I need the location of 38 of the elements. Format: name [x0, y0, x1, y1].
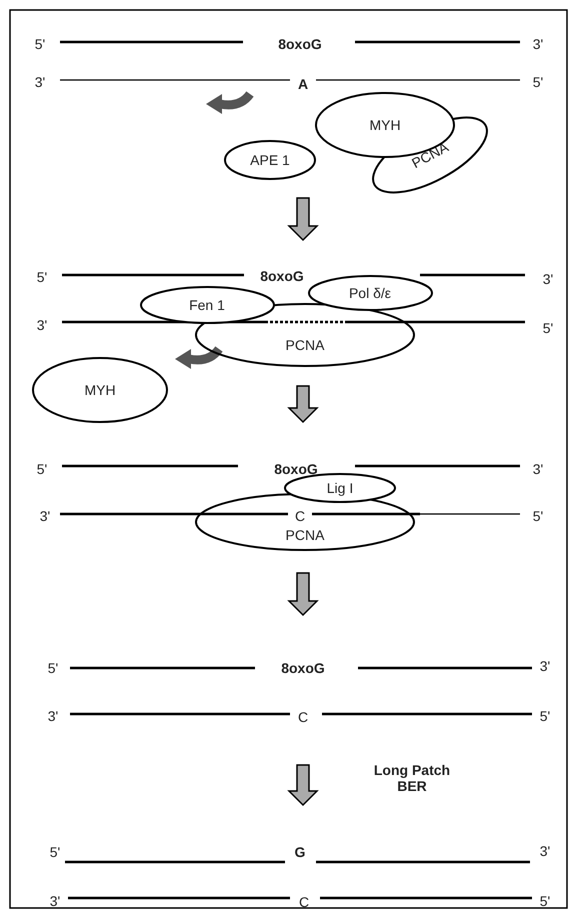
strand-end-label: 5' — [540, 893, 550, 909]
protein-label: APE 1 — [250, 152, 290, 168]
base-label: 8oxoG — [274, 461, 318, 477]
strand-end-label: 3' — [532, 36, 544, 52]
strand-end-label: 3' — [36, 317, 48, 333]
protein-label: PCNA — [286, 337, 324, 353]
strand-end-label: 5' — [36, 269, 48, 285]
protein-label: MYH — [369, 117, 401, 133]
base-label: C — [298, 709, 308, 725]
strand-end-label: 3' — [540, 658, 550, 674]
strand-end-label: 3' — [34, 74, 46, 90]
base-label: C — [294, 508, 306, 524]
strand-end-label: 5' — [532, 508, 544, 524]
strand-end-label: 3' — [542, 271, 554, 287]
protein-label: Lig I — [326, 480, 354, 496]
strand-end-label: 3' — [532, 461, 544, 477]
strand-end-label: 5' — [48, 660, 58, 676]
process-label: Long Patch BER — [372, 762, 452, 794]
base-label: G — [294, 844, 306, 860]
strand-end-label: 5' — [36, 461, 48, 477]
base-label: 8oxoG — [281, 660, 325, 676]
strand-end-label: 3' — [48, 708, 58, 724]
strand-end-label: 3' — [40, 508, 50, 524]
protein-label: Pol δ/ε — [348, 285, 392, 301]
strand-end-label: 5' — [34, 36, 46, 52]
base-label: A — [298, 76, 308, 92]
base-label: C — [298, 894, 310, 910]
strand-end-label: 5' — [542, 320, 554, 336]
strand-end-label: 5' — [50, 844, 60, 860]
strand-end-label: 5' — [532, 74, 544, 90]
base-label: 8oxoG — [278, 36, 322, 52]
protein-label: MYH — [84, 382, 116, 398]
protein-label: Fen 1 — [189, 297, 225, 313]
strand-end-label: 5' — [540, 708, 550, 724]
base-label: 8oxoG — [260, 268, 304, 284]
strand-end-label: 3' — [50, 893, 60, 909]
protein-label: PCNA — [286, 527, 324, 543]
strand-end-label: 3' — [540, 843, 550, 859]
